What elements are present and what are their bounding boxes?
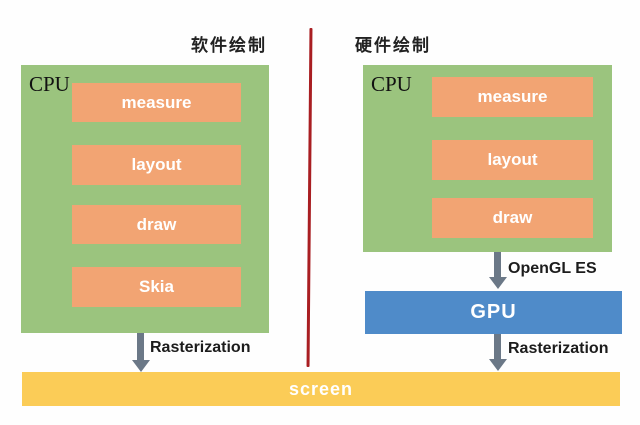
right-raster-arrow-icon bbox=[494, 334, 501, 359]
left-stage-measure: measure bbox=[72, 83, 241, 122]
left-cpu-box: CPU measure layout draw Skia bbox=[21, 65, 269, 333]
gpu-box: GPU bbox=[365, 291, 622, 334]
left-stage-layout: layout bbox=[72, 145, 241, 185]
left-stage-draw: draw bbox=[72, 205, 241, 244]
screen-bar: screen bbox=[22, 372, 620, 406]
left-column-title: 软件绘制 bbox=[191, 36, 267, 55]
right-column-title: 硬件绘制 bbox=[355, 36, 431, 55]
right-stage-layout: layout bbox=[432, 140, 593, 180]
right-opengl-arrow-icon bbox=[494, 252, 501, 277]
left-rasterization-label: Rasterization bbox=[150, 339, 251, 356]
left-down-arrow-icon bbox=[137, 333, 144, 360]
right-stage-draw: draw bbox=[432, 198, 593, 238]
left-down-arrow-head-icon bbox=[132, 360, 150, 372]
right-cpu-label: CPU bbox=[371, 72, 412, 96]
right-opengl-arrow-head-icon bbox=[489, 277, 507, 289]
opengl-es-label: OpenGL ES bbox=[508, 260, 597, 277]
divider-line bbox=[306, 27, 313, 368]
right-stage-measure: measure bbox=[432, 77, 593, 117]
right-raster-arrow-head-icon bbox=[489, 359, 507, 371]
left-cpu-label: CPU bbox=[29, 72, 70, 96]
right-cpu-box: CPU measure layout draw bbox=[363, 65, 612, 252]
left-stage-skia: Skia bbox=[72, 267, 241, 307]
right-rasterization-label: Rasterization bbox=[508, 340, 609, 357]
